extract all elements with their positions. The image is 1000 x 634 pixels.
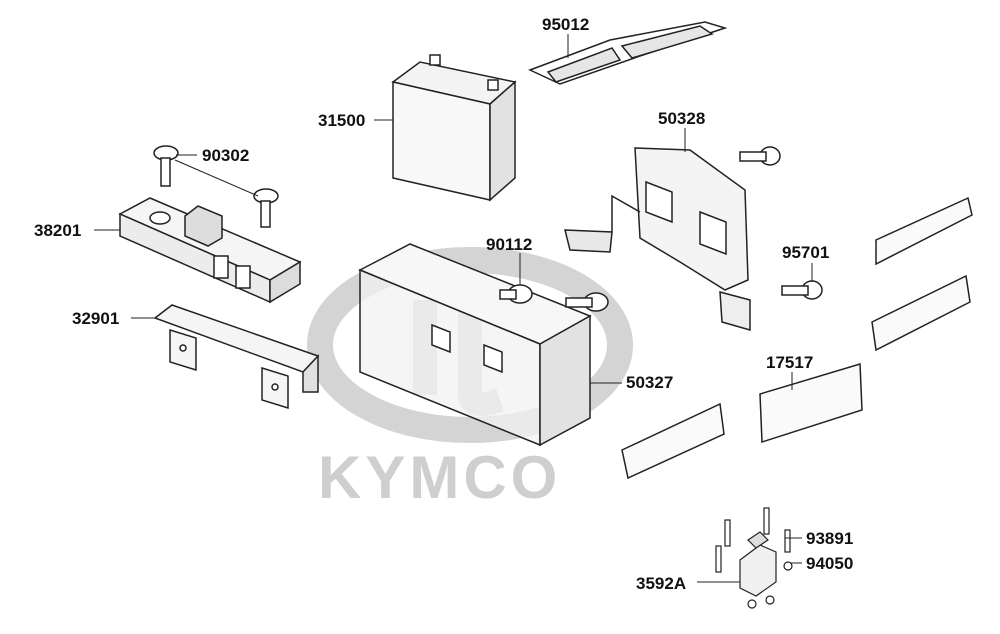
part-label-90302: 90302: [202, 146, 250, 165]
battery-drawing: [391, 54, 517, 202]
part-label-50328: 50328: [658, 109, 706, 128]
part-label-38201: 38201: [34, 221, 82, 240]
part-label-93891: 93891: [806, 529, 854, 548]
part-label-32901: 32901: [72, 309, 120, 328]
part-label-94050: 94050: [806, 554, 854, 573]
part-label-50327: 50327: [626, 373, 674, 392]
watermark-text: KYMCO: [318, 444, 562, 511]
part-label-95012: 95012: [542, 15, 590, 34]
part-label-17517: 17517: [766, 353, 814, 372]
bracket-32901-drawing: [153, 304, 320, 410]
battery-box-50327-drawing: [358, 243, 592, 447]
part-label-31500: 31500: [318, 111, 366, 130]
part-label-95701: 95701: [782, 243, 830, 262]
part-label-90112: 90112: [486, 235, 533, 254]
pads-17517-drawing: [621, 196, 973, 480]
leader-lines: [94, 34, 813, 583]
bolt-95701-drawing: [781, 280, 823, 300]
switch-3592A-drawing: [715, 507, 793, 609]
bolt-50328-drawing: [739, 146, 781, 166]
part-label-3592A: 3592A: [636, 574, 687, 593]
battery-strap-drawing: [528, 21, 728, 85]
bolt-90302-drawing: [153, 145, 279, 228]
bolt-90112-drawing: [499, 284, 609, 312]
bracket-50328-drawing: [564, 147, 751, 331]
bracket-38201-drawing: [118, 197, 302, 304]
